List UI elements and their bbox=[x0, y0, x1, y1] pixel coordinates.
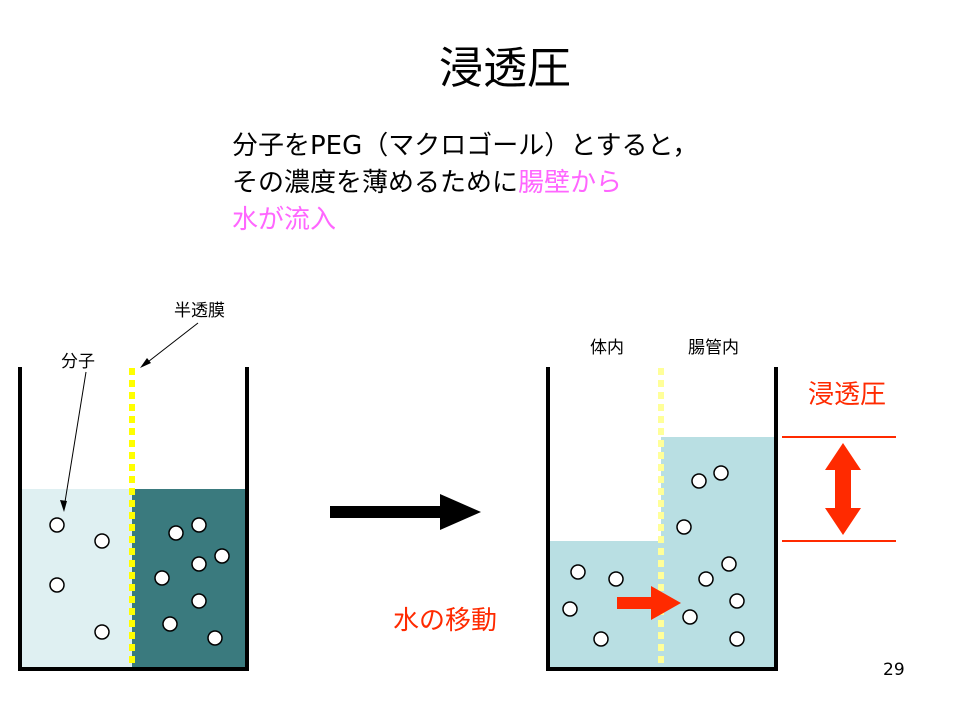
osmotic-pressure-indicator bbox=[782, 436, 896, 542]
molecule bbox=[608, 571, 624, 587]
molecule bbox=[729, 631, 745, 647]
molecule bbox=[682, 609, 698, 625]
right-beaker bbox=[546, 367, 778, 671]
molecule bbox=[721, 556, 737, 572]
left-beaker bbox=[18, 322, 249, 671]
water-movement-label: 水の移動 bbox=[393, 606, 498, 636]
molecule bbox=[207, 630, 223, 646]
molecule bbox=[593, 631, 609, 647]
molecule bbox=[214, 548, 230, 564]
osmotic-pressure-label: 浸透圧 bbox=[808, 380, 887, 410]
page-number: 29 bbox=[883, 660, 905, 680]
left-concentrated-liquid bbox=[132, 489, 245, 667]
molecule bbox=[698, 571, 714, 587]
left-beaker-wall bbox=[18, 367, 249, 671]
explanation-line-2-highlight: 腸壁から bbox=[518, 168, 623, 198]
explanation-line-2: その濃度を薄めるために腸壁から bbox=[232, 165, 698, 202]
water-flow-arrow bbox=[617, 586, 681, 620]
molecule bbox=[676, 519, 692, 535]
molecule bbox=[562, 601, 578, 617]
transition-arrow bbox=[330, 494, 481, 530]
water-flow-arrow-head bbox=[651, 586, 681, 620]
molecule bbox=[570, 564, 586, 580]
osmotic-double-arrow bbox=[825, 443, 861, 535]
molecule bbox=[154, 570, 170, 586]
molecule bbox=[691, 473, 707, 489]
molecule bbox=[713, 465, 729, 481]
molecule bbox=[49, 517, 65, 533]
membrane-pointer-arrowhead bbox=[140, 358, 151, 368]
molecule-pointer-arrow bbox=[63, 371, 87, 509]
left-dilute-liquid bbox=[22, 489, 132, 667]
molecule bbox=[729, 593, 745, 609]
left-molecules bbox=[49, 517, 230, 646]
molecule bbox=[94, 533, 110, 549]
molecule bbox=[191, 593, 207, 609]
membrane-pointer-arrow bbox=[143, 322, 199, 366]
molecule bbox=[191, 517, 207, 533]
body-side-label: 体内 bbox=[590, 338, 624, 358]
molecule-pointer-arrowhead bbox=[60, 500, 67, 512]
transition-arrow-head bbox=[440, 494, 481, 530]
right-molecules bbox=[562, 465, 745, 647]
right-beaker-wall bbox=[546, 367, 778, 671]
explanation-line-1: 分子をPEG（マクロゴール）とすると， bbox=[232, 131, 699, 161]
molecule bbox=[162, 616, 178, 632]
membrane-label: 半透膜 bbox=[174, 301, 225, 321]
molecule bbox=[94, 624, 110, 640]
explanation-line-3: 水が流入 bbox=[232, 205, 337, 235]
water-flow-arrow-shaft bbox=[617, 597, 653, 609]
explanation-text: 分子をPEG（マクロゴール）とすると， その濃度を薄めるために腸壁から 水が流入 bbox=[232, 128, 698, 239]
transition-arrow-shaft bbox=[330, 506, 442, 518]
slide-title: 浸透圧 bbox=[439, 43, 571, 94]
molecule bbox=[191, 556, 207, 572]
explanation-line-2-plain: その濃度を薄めるために bbox=[232, 168, 519, 198]
molecule-label: 分子 bbox=[61, 352, 95, 372]
intestine-side-label: 腸管内 bbox=[688, 338, 739, 358]
molecule bbox=[168, 525, 184, 541]
molecule bbox=[49, 577, 65, 593]
